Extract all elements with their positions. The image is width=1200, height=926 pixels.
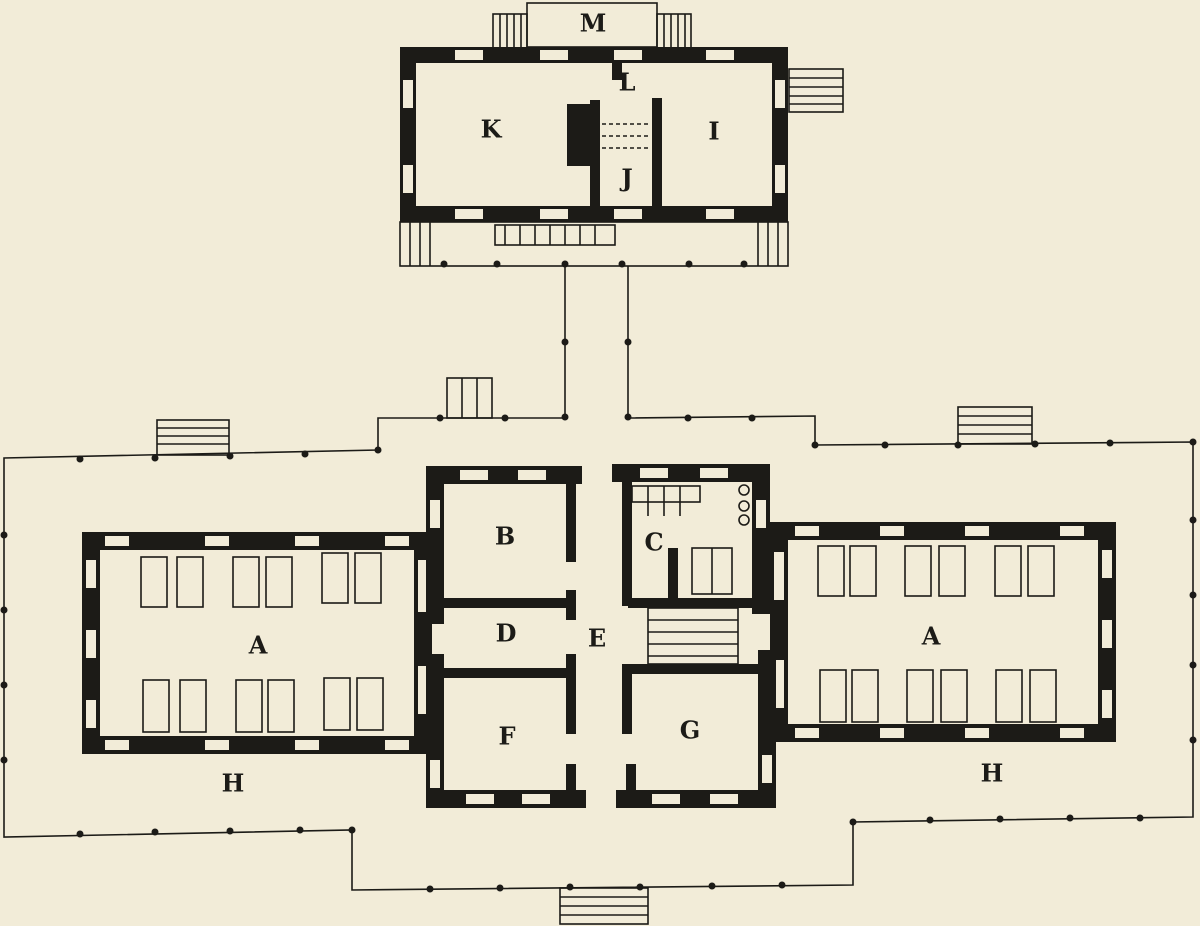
label-room-g: G bbox=[680, 716, 701, 745]
upper-building bbox=[399, 2, 844, 268]
veranda-outline bbox=[0, 377, 1197, 925]
label-room-k: K bbox=[481, 115, 503, 144]
label-room-d: D bbox=[496, 619, 517, 648]
label-room-j: J bbox=[619, 164, 632, 193]
label-porch-m: M bbox=[580, 9, 607, 38]
label-room-b: B bbox=[495, 522, 515, 551]
label-room-c: C bbox=[644, 528, 663, 557]
label-veranda-h-left: H bbox=[222, 769, 245, 798]
label-room-f: F bbox=[498, 722, 515, 751]
label-room-i: I bbox=[708, 117, 719, 146]
connecting-corridor bbox=[561, 266, 632, 421]
label-room-e: E bbox=[588, 624, 606, 653]
upper-porch bbox=[399, 221, 789, 268]
stair-j bbox=[602, 123, 650, 149]
label-veranda-h-right: H bbox=[981, 759, 1004, 788]
label-room-a-right: A bbox=[921, 622, 941, 651]
central-block bbox=[426, 464, 776, 808]
upper-walls bbox=[400, 47, 788, 222]
steps-right-upper bbox=[788, 68, 844, 113]
left-ward bbox=[82, 532, 432, 754]
label-room-a-left: A bbox=[248, 631, 268, 660]
label-room-l: L bbox=[619, 68, 636, 97]
room-labels: A A B C D E F G H H I J K L M bbox=[222, 9, 1004, 798]
right-ward bbox=[770, 522, 1116, 742]
